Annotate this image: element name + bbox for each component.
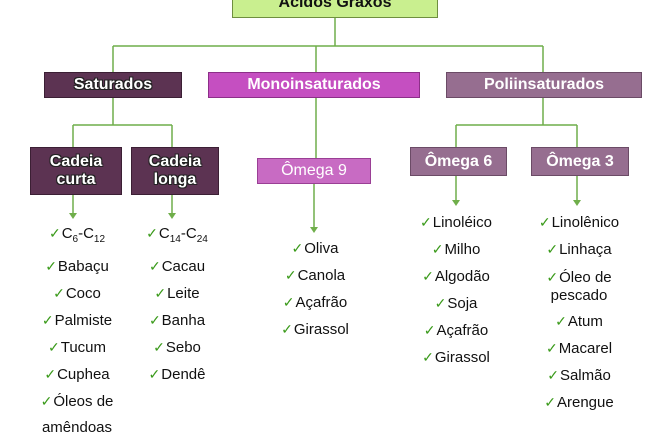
list-item: ✓Milho [431, 241, 481, 258]
check-icon: ✓ [546, 269, 559, 285]
omega3-label: Ômega 3 [546, 152, 614, 170]
check-icon: ✓ [154, 285, 167, 301]
omega6-node: Ômega 6 [410, 147, 507, 176]
list-item: ✓Palmiste [41, 312, 113, 329]
list-item: ✓C6-C12 [48, 225, 106, 245]
saturados-label: Saturados [73, 76, 153, 93]
check-icon: ✓ [281, 321, 293, 337]
cadeia-curta-node: Cadeia curta [30, 147, 122, 195]
list-item: ✓Girassol [281, 321, 349, 338]
list-item: ✓Açafrão [282, 294, 348, 311]
omega9-label: Ômega 9 [281, 162, 347, 179]
check-icon: ✓ [291, 240, 304, 256]
check-icon: ✓ [544, 394, 556, 410]
omega3-list: ✓Linolênico ✓Linhaça ✓Óleo de pescado ✓A… [530, 209, 628, 416]
check-icon: ✓ [146, 225, 158, 241]
check-icon: ✓ [282, 294, 295, 310]
list-item: ✓Óleo de [546, 269, 612, 286]
cadeia-curta-line1: Cadeia [49, 153, 103, 170]
check-icon: ✓ [431, 241, 444, 257]
check-icon: ✓ [153, 339, 165, 355]
list-item: ✓Açafrão [423, 322, 489, 339]
list-item: ✓Tucum [47, 339, 107, 356]
saturados-node: Saturados [44, 72, 182, 98]
list-item: ✓Oliva [291, 240, 339, 257]
list-item: ✓Linolênico [538, 214, 620, 231]
check-icon: ✓ [41, 312, 54, 328]
check-icon: ✓ [53, 285, 65, 301]
list-item: ✓Algodão [422, 268, 490, 285]
check-icon: ✓ [40, 393, 53, 409]
check-icon: ✓ [545, 340, 558, 356]
list-item: ✓Macarel [545, 340, 613, 357]
list-item: ✓Atum [555, 313, 603, 330]
check-icon: ✓ [547, 367, 559, 383]
cadeia-longa-node: Cadeia longa [131, 147, 219, 195]
list-item: ✓Linoléico [420, 214, 492, 231]
list-item: ✓Leite [154, 285, 200, 302]
list-item: ✓Girassol [422, 349, 490, 366]
list-item-continuation: pescado [550, 287, 608, 304]
omega9-list: ✓Oliva ✓Canola ✓Açafrão ✓Girassol [270, 235, 360, 343]
check-icon: ✓ [423, 322, 436, 338]
check-icon: ✓ [148, 312, 161, 328]
monoinsaturados-label: Monoinsaturados [247, 76, 381, 93]
check-icon: ✓ [538, 214, 551, 230]
omega6-label: Ômega 6 [424, 152, 493, 170]
check-icon: ✓ [45, 258, 57, 274]
omega6-list: ✓Linoléico ✓Milho ✓Algodão ✓Soja ✓Açafrã… [409, 209, 503, 371]
list-item: ✓Salmão [547, 367, 611, 384]
list-item: ✓C14-C24 [146, 225, 208, 245]
root-label: Ácidos Graxos [278, 0, 392, 11]
list-item: ✓Sebo [153, 339, 201, 356]
poliinsaturados-node: Poliinsaturados [446, 72, 642, 98]
cadeia-longa-line2: longa [153, 171, 197, 188]
check-icon: ✓ [284, 267, 297, 283]
list-item: ✓Cuphea [44, 366, 110, 383]
list-item: ✓Canola [284, 267, 346, 284]
check-icon: ✓ [422, 268, 434, 284]
list-item: ✓Babaçu [45, 258, 109, 275]
check-icon: ✓ [148, 258, 161, 274]
list-item: ✓Dendê [148, 366, 206, 383]
list-item: ✓Coco [53, 285, 101, 302]
list-item: ✓Soja [434, 295, 478, 312]
cadeia-curta-line2: curta [56, 171, 96, 188]
omega9-node: Ômega 9 [257, 158, 371, 184]
check-icon: ✓ [44, 366, 57, 382]
list-item-continuation: amêndoas [41, 419, 113, 436]
check-icon: ✓ [420, 214, 432, 230]
monoinsaturados-node: Monoinsaturados [208, 72, 420, 98]
check-icon: ✓ [422, 349, 434, 365]
check-icon: ✓ [148, 366, 161, 382]
cadeia-longa-line1: Cadeia [148, 153, 202, 170]
check-icon: ✓ [434, 295, 447, 311]
omega3-node: Ômega 3 [531, 147, 629, 176]
poliinsaturados-label: Poliinsaturados [483, 76, 605, 93]
cadeia-curta-list: ✓C6-C12 ✓Babaçu ✓Coco ✓Palmiste ✓Tucum ✓… [32, 220, 122, 441]
list-item: ✓Arengue [544, 394, 614, 411]
check-icon: ✓ [48, 225, 61, 241]
root-node: Ácidos Graxos [232, 0, 438, 18]
list-item: ✓Banha [148, 312, 206, 329]
check-icon: ✓ [546, 241, 559, 257]
list-item: ✓Cacau [148, 258, 206, 275]
list-item: ✓Linhaça [546, 241, 612, 258]
cadeia-longa-list: ✓C14-C24 ✓Cacau ✓Leite ✓Banha ✓Sebo ✓Den… [132, 220, 222, 388]
list-item: ✓Óleos de [40, 393, 114, 410]
check-icon: ✓ [47, 339, 60, 355]
check-icon: ✓ [555, 313, 567, 329]
